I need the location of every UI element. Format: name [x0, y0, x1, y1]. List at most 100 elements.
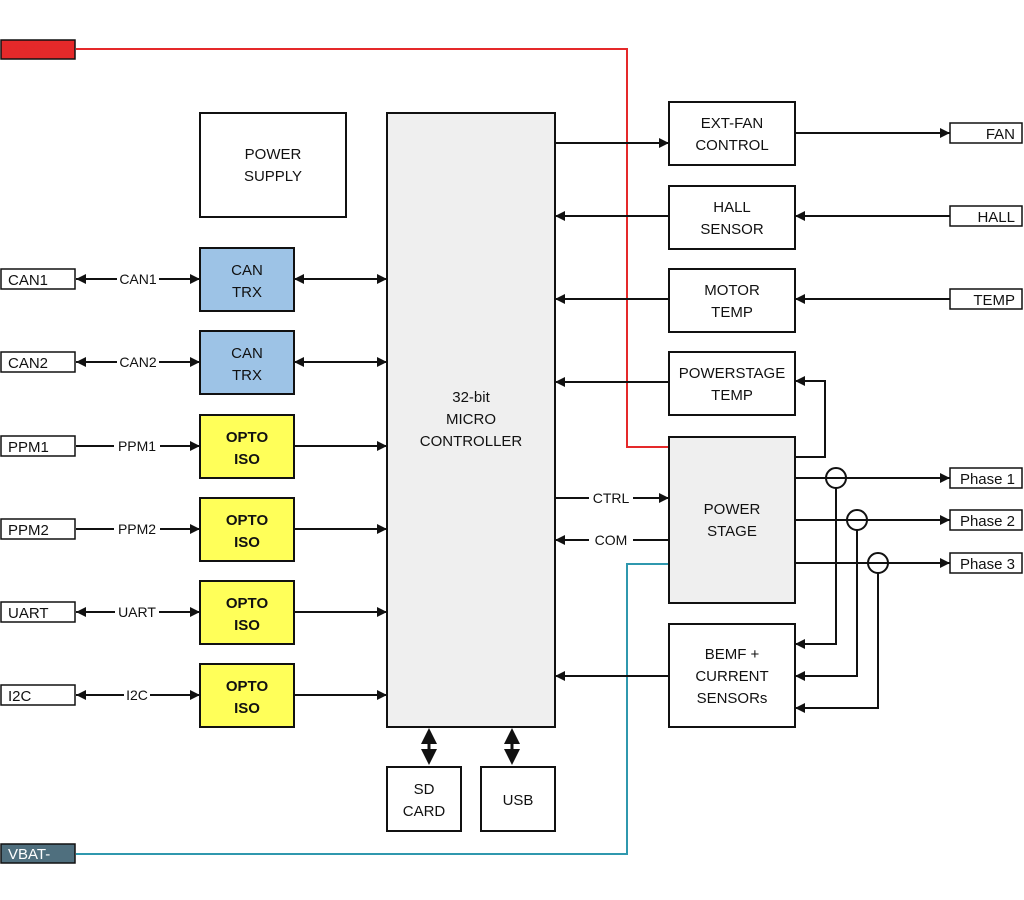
usb-link-end-bottom: [504, 749, 520, 765]
signal-label-ppm1-text: PPM1: [118, 438, 156, 454]
power-supply-label-line2: SUPPLY: [244, 168, 302, 185]
ext-fan-control-label-line1: EXT-FAN: [701, 115, 764, 132]
uart-opto-isolator-label-line1: OPTO: [226, 595, 269, 612]
sd-card-link-end-bottom: [421, 749, 437, 765]
signal-label-can2: CAN2: [117, 353, 159, 371]
phase3-pin: Phase 3: [949, 552, 1023, 574]
ppm1-opto-isolator-block: OPTO ISO: [199, 414, 295, 479]
can2-pin-label: CAN2: [8, 355, 48, 372]
power-stage-label-line2: STAGE: [707, 523, 757, 540]
fan-pin: FAN: [949, 122, 1023, 144]
signal-label-uart-text: UART: [118, 604, 156, 620]
can1-transceiver-label-line2: TRX: [232, 284, 262, 301]
i2c-pin: I2C: [0, 684, 76, 706]
ppm1-opto-isolator-label-line1: OPTO: [226, 429, 269, 446]
vbat-plus-pin: VBAT+: [0, 39, 76, 60]
ppm2-pin: PPM2: [0, 518, 76, 540]
bemf-label-line2: CURRENT: [695, 668, 768, 685]
sd-card-label-line1: SD: [414, 781, 435, 798]
signal-label-ppm2: PPM2: [114, 520, 160, 538]
microcontroller-label-line3: CONTROLLER: [420, 433, 523, 450]
sd-card-block: SD CARD: [386, 766, 462, 832]
motor-temp-block: MOTOR TEMP: [668, 268, 796, 333]
signal-label-com: COM: [589, 531, 633, 549]
signal-label-i2c: I2C: [124, 686, 150, 704]
signal-label-ppm2-text: PPM2: [118, 521, 156, 537]
phase2-current-sensor: [846, 509, 868, 531]
left-signal-lines: [76, 274, 387, 700]
i2c-opto-isolator-label-line2: ISO: [234, 700, 260, 717]
uart-pin-label: UART: [8, 605, 49, 622]
ppm2-opto-isolator-label-line2: ISO: [234, 534, 260, 551]
power-supply-block: POWER SUPPLY: [199, 112, 347, 218]
phase2-pin-label: Phase 2: [960, 513, 1015, 530]
can2-transceiver-label-line2: TRX: [232, 367, 262, 384]
phase1-pin-label: Phase 1: [960, 471, 1015, 488]
i2c-pin-label: I2C: [8, 688, 32, 705]
power-supply-label-line1: POWER: [245, 146, 302, 163]
uart-pin: UART: [0, 601, 76, 623]
current-sense-rings: [825, 467, 889, 574]
powerstage-temp-block: POWERSTAGE TEMP: [668, 351, 796, 416]
ppm1-pin-label: PPM1: [8, 439, 49, 456]
usb-block: USB: [480, 766, 556, 832]
bemf-label-line1: BEMF +: [705, 646, 760, 663]
sd-card-label-line2: CARD: [403, 803, 446, 820]
hall-pin-label: HALL: [977, 209, 1015, 226]
can2-pin: CAN2: [0, 351, 76, 373]
phase3-pin-label: Phase 3: [960, 556, 1015, 573]
ppm1-pin: PPM1: [0, 435, 76, 457]
uart-opto-isolator-label-line2: ISO: [234, 617, 260, 634]
phase3-current-sensor: [867, 552, 889, 574]
motor-temp-label-line2: TEMP: [711, 304, 753, 321]
signal-label-can1: CAN1: [117, 270, 159, 288]
can1-transceiver-label-line1: CAN: [231, 262, 263, 279]
sd-card-link-end-top: [421, 728, 437, 744]
phase2-pin: Phase 2: [949, 509, 1023, 531]
usb-label: USB: [503, 792, 534, 809]
right-signal-lines: [555, 128, 950, 713]
powerstage-temp-label-line1: POWERSTAGE: [679, 365, 785, 382]
signal-label-uart: UART: [115, 603, 159, 621]
motor-temp-label-line1: MOTOR: [704, 282, 760, 299]
phase1-current-sensor: [825, 467, 847, 489]
uart-opto-isolator-block: OPTO ISO: [199, 580, 295, 645]
ppm2-opto-isolator-label-line1: OPTO: [226, 512, 269, 529]
bemf-label-line3: SENSORs: [697, 690, 768, 707]
microcontroller-label-line2: MICRO: [446, 411, 496, 428]
hall-sensor-label-line1: HALL: [713, 199, 751, 216]
phase1-pin: Phase 1: [949, 467, 1023, 489]
hall-pin: HALL: [949, 205, 1023, 227]
temp-pin: TEMP: [949, 288, 1023, 310]
microcontroller-label-line1: 32-bit: [452, 389, 490, 406]
vbat-minus-wire: [76, 563, 669, 855]
ppm1-opto-isolator-label-line2: ISO: [234, 451, 260, 468]
microcontroller-block: 32-bit MICRO CONTROLLER: [386, 112, 556, 728]
usb-link-end-top: [504, 728, 520, 744]
hall-sensor-label-line2: SENSOR: [700, 221, 764, 238]
temp-pin-label: TEMP: [973, 292, 1015, 309]
signal-label-can2-text: CAN2: [119, 354, 157, 370]
ext-fan-control-block: EXT-FAN CONTROL: [668, 101, 796, 166]
signal-label-can1-text: CAN1: [119, 271, 157, 287]
i2c-opto-isolator-block: OPTO ISO: [199, 663, 295, 728]
ppm2-pin-label: PPM2: [8, 522, 49, 539]
powerstage-temp-label-line2: TEMP: [711, 387, 753, 404]
signal-label-com-text: COM: [595, 532, 628, 548]
power-stage-block: POWER STAGE: [668, 436, 796, 604]
signal-label-ctrl-text: CTRL: [593, 490, 630, 506]
bemf-current-sensors-block: BEMF + CURRENT SENSORs: [668, 623, 796, 728]
i2c-opto-isolator-label-line1: OPTO: [226, 678, 269, 695]
signal-label-ctrl: CTRL: [589, 489, 633, 507]
signal-label-ppm1: PPM1: [114, 437, 160, 455]
vbat-plus-pin-label: VBAT+: [8, 42, 55, 59]
fan-pin-label: FAN: [986, 126, 1015, 143]
ext-fan-control-label-line2: CONTROL: [695, 137, 768, 154]
can1-pin-label: CAN1: [8, 272, 48, 289]
can2-transceiver-label-line1: CAN: [231, 345, 263, 362]
hall-sensor-block: HALL SENSOR: [668, 185, 796, 250]
ppm2-opto-isolator-block: OPTO ISO: [199, 497, 295, 562]
can1-pin: CAN1: [0, 268, 76, 290]
can1-transceiver-block: CAN TRX: [199, 247, 295, 312]
